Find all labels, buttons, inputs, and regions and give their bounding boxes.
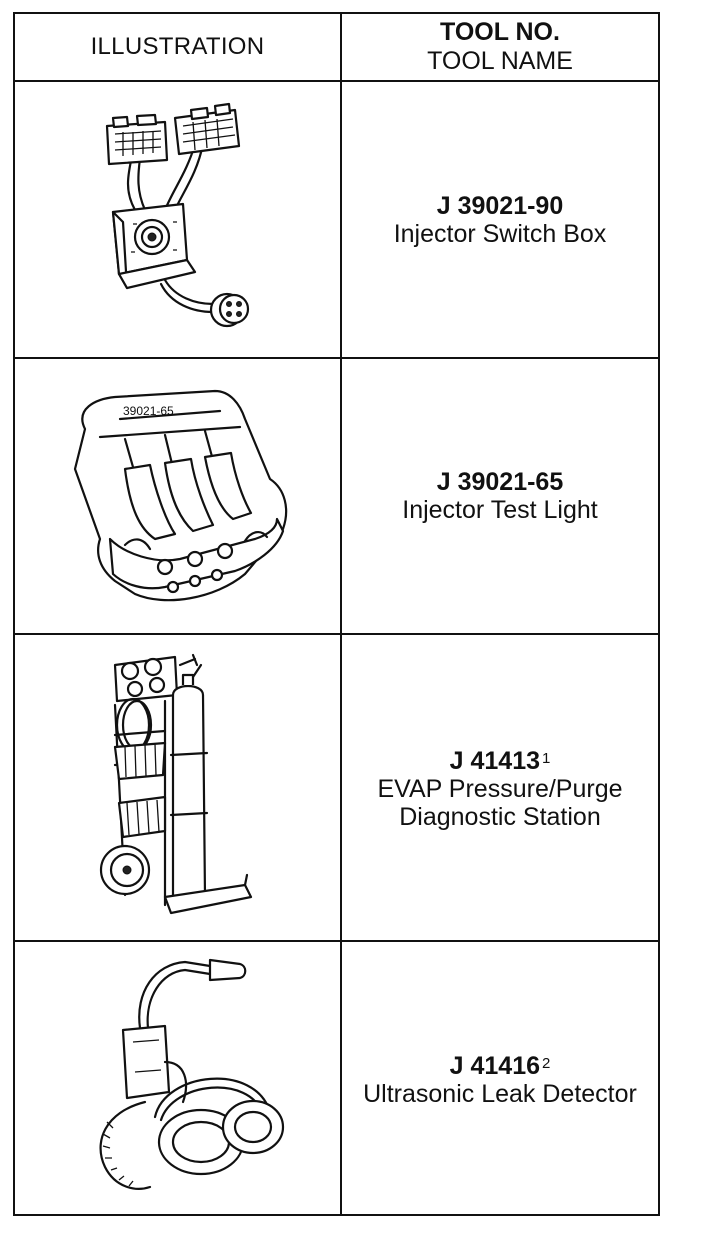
injector-switch-box-icon [105, 102, 250, 328]
ultrasonic-leak-detector-illustration [15, 942, 340, 1216]
injector-test-light-illustration: 39021-65 [15, 359, 340, 633]
evap-diagnostic-station-icon [99, 653, 253, 915]
tool-name: Injector Test Light [402, 496, 598, 524]
tool-number: J 39021-65 [436, 468, 564, 496]
footnote-marker: 1 [542, 749, 551, 767]
tool-no-header-label: TOOL NO. [440, 18, 560, 46]
tool-name: Injector Switch Box [393, 219, 607, 248]
row-divider [13, 633, 660, 635]
test-light-marking: 39021-65 [123, 404, 174, 418]
tool-number: J 41416 [449, 1052, 541, 1080]
tool-row-1: J 39021-90 Injector Switch Box [342, 82, 658, 357]
row-divider [13, 940, 660, 942]
tool-column-header: TOOL NO. TOOL NAME [342, 14, 658, 80]
tool-row-2: J 39021-65 Injector Test Light [342, 359, 658, 633]
ultrasonic-leak-detector-icon [99, 958, 285, 1190]
row-divider [13, 80, 660, 82]
tool-name: Ultrasonic Leak Detector [363, 1080, 637, 1108]
footnote-marker: 2 [542, 1055, 551, 1072]
tool-name: EVAP Pressure/Purge [377, 774, 623, 803]
illustration-column-header: ILLUSTRATION [15, 14, 340, 80]
tools-table [13, 12, 660, 1216]
tool-name-header-label: TOOL NAME [427, 47, 573, 75]
tool-number: J 39021-90 [436, 191, 564, 220]
evap-station-illustration [15, 635, 340, 940]
tool-number: J 41413 [449, 746, 541, 775]
illustration-header-label: ILLUSTRATION [90, 33, 265, 60]
column-divider [340, 12, 342, 1216]
tool-name: Diagnostic Station [399, 802, 601, 831]
injector-test-light-icon: 39021-65 [73, 389, 288, 602]
row-divider [13, 357, 660, 359]
injector-switch-box-illustration [15, 82, 340, 357]
